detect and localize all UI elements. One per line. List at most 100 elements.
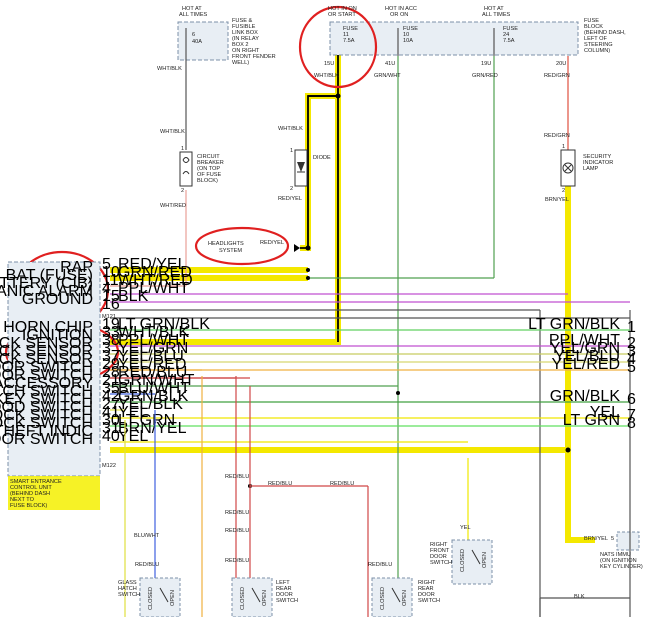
cu-right-no-3: 4 [627, 351, 636, 368]
wire-label-red-blu-3: RED/BLU [330, 481, 354, 487]
cu-pin-name-13: ACCESSORY [0, 375, 93, 392]
hot-label-1-l2: ALL TIMES [179, 12, 208, 18]
wire-label-red-grn-top: RED/GRN [544, 73, 570, 79]
headlights-label-l1: HEADLIGHTS [208, 241, 244, 247]
wire-label-red-blu-2: RED/BLU [268, 481, 292, 487]
cu-pin-no-18: 30 [102, 412, 120, 429]
wire-group-left [110, 28, 631, 617]
switch-right-rear-open: OPEN [402, 590, 408, 606]
cu-pin-wire-2: WHT/RED [118, 272, 193, 289]
cu-pin-name-2: BATTERY (CIB) [0, 275, 93, 292]
cu-pin-name-19: ANTI-THEFT INDIC [0, 423, 93, 440]
fuse-11-word: FUSE [343, 26, 358, 32]
cu-pin-wire-3: PPL/WHT [118, 280, 189, 297]
cu-pin-wire-19: BRN/YEL [118, 420, 187, 437]
cu-pin-no-14: 35 [102, 380, 120, 397]
cu-pin-no-7: 33 [102, 324, 120, 341]
cu-right-no-6: 7 [627, 407, 636, 424]
control-unit-wires [110, 329, 630, 443]
cu-right-wire-2: YEL/GRN [550, 340, 620, 357]
switch-right-front-lever [471, 549, 481, 565]
switch-glass-hatch-label-1: HATCH [118, 586, 137, 592]
cu-pin-name-12: DOOR SWITCH [0, 367, 93, 384]
fuse-24-amps: 7.5A [503, 38, 515, 44]
wire-label-red-blu-8: RED/BLU [368, 562, 392, 568]
cu-right-wire-7: LT GRN [563, 412, 620, 429]
switch-right-front-open: OPEN [482, 552, 488, 568]
switch-right-front-label-0: RIGHT [430, 542, 448, 548]
smart-entrance-control-unit [7, 261, 101, 477]
cu-right-no-5: 6 [627, 391, 636, 408]
lamp-label-line-1: INDICATOR [583, 160, 613, 166]
cu-pin-no-15: 42 [102, 388, 120, 405]
cu-pin-no-13: 21 [102, 372, 120, 389]
cu-pin-no-8: 38 [102, 332, 120, 349]
fuse-link-amps: 40A [192, 39, 202, 45]
lamp-pin-1: 1 [562, 144, 565, 150]
switch-right-front-closed: CLOSED [460, 549, 466, 572]
fb-label-line-2: (BEHIND DASH, [584, 30, 626, 36]
wire-label-brn-yel-nats: BRN/YEL [584, 536, 608, 542]
cu-pin-wire-12: RED/BLU [118, 364, 187, 381]
highlight-paths [110, 55, 595, 543]
cu-pin-no-3: 4 [102, 280, 111, 297]
nats-label-line-0: NATS IMMU [600, 552, 631, 558]
cu-pin-wire-9: YEL/GRN [118, 340, 188, 357]
right-front-door-switch [451, 539, 493, 585]
wire-label-wht-blk-mid: WHT/BLK [160, 129, 185, 135]
wire-label-wht-blk-top: WHT/BLK [157, 66, 182, 72]
cu-pin-wire-14: BLU/WHT [118, 380, 190, 397]
cu-pin-name-10: DOOR UNLOCK SENSOR [0, 351, 93, 368]
cb-label-line-2: (ON TOP [197, 166, 220, 172]
hot-label-2-l2: OR START [328, 12, 356, 18]
cu-pin-wire-0: RED/YEL [118, 256, 187, 273]
fl-label-line-6: FRONT FENDER [232, 54, 276, 60]
cu-pin-wire-16: YEL/BLK [118, 396, 183, 413]
fuse-link-no: 6 [192, 32, 195, 38]
cu-pin-wire-1: GRN/RED [118, 264, 192, 281]
circuit-breaker [179, 151, 193, 187]
cu-right-no-1: 2 [627, 335, 636, 352]
headlights-system-marker [294, 244, 300, 252]
wire-label-blu-wht: BLU/WHT [134, 533, 160, 539]
cu-right-no-0: 1 [627, 319, 636, 336]
cu-pin-name-9: DOOR UNLOCK SENSOR [0, 343, 93, 360]
wire-label-red-blu-5: RED/BLU [225, 528, 249, 534]
cu-right-no-2: 3 [627, 343, 636, 360]
diode [294, 149, 308, 187]
wire-label-yel-switch: YEL [460, 525, 471, 531]
circuit-black-line [300, 55, 339, 342]
wire-label-red-blu-7: RED/BLU [135, 562, 159, 568]
nats-label-line-2: KEY CYLINDER) [600, 564, 643, 570]
switch-left-rear-label-0: LEFT [276, 580, 290, 586]
wire-label-red-blu-1: RED/BLU [225, 474, 249, 480]
hot-label-2-l1: HOT IN ON [328, 6, 357, 12]
cu-right-wire-3: YEL/BLU [554, 348, 620, 365]
wire-label-red-blu-4: RED/BLU [225, 510, 249, 516]
switch-right-rear-closed: CLOSED [380, 587, 386, 610]
fb-label-line-4: STEERING [584, 42, 613, 48]
term-15u: 15U [324, 61, 334, 67]
cu-pin-wire-15: GRN/BLK [118, 388, 189, 405]
fb-label-line-1: BLOCK [584, 24, 603, 30]
fuse-10-word: FUSE [403, 26, 418, 32]
cu-pin-wire-4: BLK [118, 288, 149, 305]
wire-label-blk-bottom: BLK [574, 594, 585, 600]
nats-label-line-1: (ON IGNITION [600, 558, 637, 564]
cu-pin-no-6: 19 [102, 316, 120, 333]
cu-pin-name-4: GROUND [22, 291, 93, 308]
control-unit-label-highlight [8, 476, 100, 510]
fuse-24-word: FUSE [503, 26, 518, 32]
switch-right-front-label-1: FRONT [430, 548, 450, 554]
lamp-label-line-0: SECURITY [583, 154, 612, 160]
fl-label-line-2: LINK BOX [232, 30, 258, 36]
switch-left-rear-lever [251, 587, 261, 603]
cu-pin-no-5: 16 [102, 296, 120, 313]
diode-label: DIODE [313, 155, 331, 161]
cu-pin-no-19: 31 [102, 420, 120, 437]
